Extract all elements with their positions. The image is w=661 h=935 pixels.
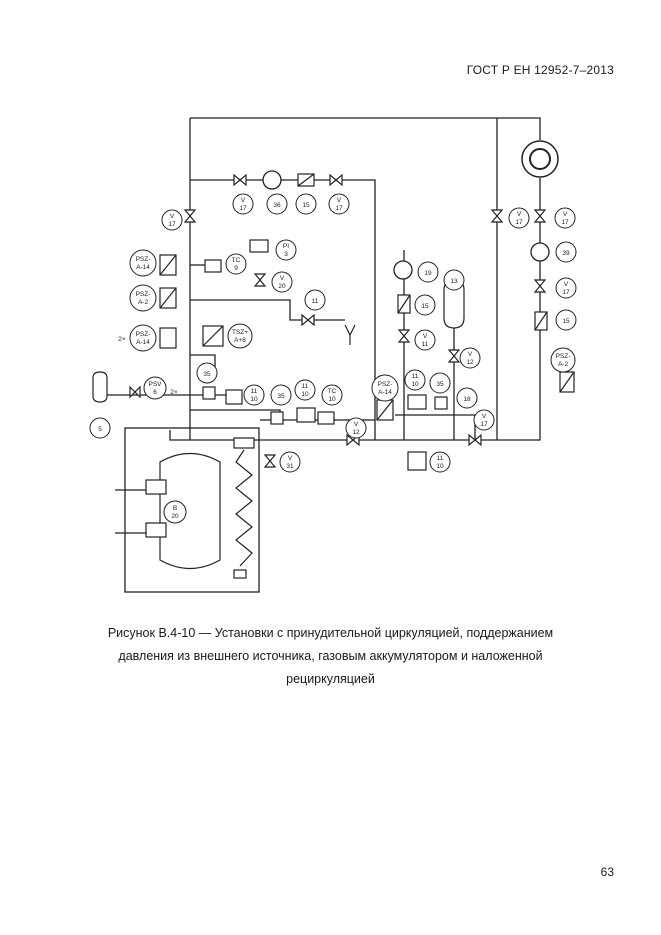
drum-vessel	[159, 453, 221, 569]
svg-text:39: 39	[562, 250, 570, 257]
svg-text:V: V	[482, 413, 487, 420]
svg-text:3: 3	[284, 251, 288, 258]
svg-text:A+8: A+8	[234, 337, 246, 344]
svg-text:35: 35	[203, 371, 211, 378]
svg-text:PSV: PSV	[148, 381, 162, 388]
svg-text:TSZ+: TSZ+	[232, 329, 248, 336]
svg-text:A-14: A-14	[136, 264, 150, 271]
figure-caption: Рисунок В.4-10 — Установки с принудитель…	[60, 622, 601, 691]
svg-text:17: 17	[168, 221, 176, 228]
pump-icon	[262, 170, 282, 190]
svg-text:10: 10	[436, 463, 444, 470]
ring-element	[521, 140, 559, 178]
svg-text:17: 17	[239, 205, 247, 212]
svg-text:6: 6	[153, 389, 157, 396]
svg-text:10: 10	[250, 396, 258, 403]
svg-text:PSZ-: PSZ-	[556, 353, 571, 360]
svg-text:A-14: A-14	[136, 339, 150, 346]
svg-text:10: 10	[411, 381, 419, 388]
svg-text:V: V	[170, 213, 175, 220]
svg-text:17: 17	[515, 219, 523, 226]
svg-text:V: V	[563, 211, 568, 218]
svg-text:17: 17	[562, 289, 570, 296]
svg-text:PI: PI	[283, 243, 289, 250]
svg-text:35: 35	[277, 393, 285, 400]
svg-text:V: V	[517, 211, 522, 218]
svg-text:V: V	[354, 421, 359, 428]
page-number: 63	[600, 865, 614, 879]
svg-text:TC: TC	[232, 257, 241, 264]
schematic-diagram: V 17 36 15 V 17 V 17 V 17 V 17 39 V 17 1…	[89, 117, 577, 593]
svg-text:11: 11	[437, 455, 444, 462]
caption-line-2: давления из внешнего источника, газовым …	[118, 649, 543, 663]
svg-text:V: V	[280, 275, 285, 282]
svg-text:PSZ-: PSZ-	[378, 381, 393, 388]
svg-text:11: 11	[412, 373, 419, 380]
svg-text:V: V	[468, 351, 473, 358]
svg-text:PSZ-: PSZ-	[136, 331, 151, 338]
svg-text:15: 15	[302, 202, 310, 209]
label-v17: V	[241, 197, 246, 204]
svg-text:11: 11	[251, 388, 258, 395]
svg-text:A-14: A-14	[378, 389, 392, 396]
svg-text:5: 5	[98, 426, 102, 433]
svg-text:19: 19	[424, 270, 432, 277]
svg-text:2×: 2×	[118, 336, 126, 343]
svg-text:A-2: A-2	[558, 361, 569, 368]
svg-text:17: 17	[561, 219, 569, 226]
valve-icons	[129, 173, 547, 468]
caption-line-1: Рисунок В.4-10 — Установки с принудитель…	[107, 626, 554, 640]
svg-text:10: 10	[328, 396, 336, 403]
svg-text:20: 20	[278, 283, 286, 290]
svg-text:V: V	[288, 455, 293, 462]
svg-text:V: V	[337, 197, 342, 204]
svg-text:12: 12	[466, 359, 474, 366]
svg-text:TC: TC	[328, 388, 337, 395]
svg-text:B: B	[173, 505, 177, 512]
svg-text:17: 17	[335, 205, 343, 212]
svg-text:18: 18	[463, 396, 471, 403]
svg-text:12: 12	[352, 429, 360, 436]
svg-text:2×: 2×	[170, 389, 178, 396]
svg-text:PSZ-: PSZ-	[136, 291, 151, 298]
svg-text:11: 11	[302, 383, 309, 390]
svg-text:13: 13	[450, 278, 458, 285]
svg-text:10: 10	[301, 391, 309, 398]
svg-text:V: V	[423, 333, 428, 340]
svg-text:36: 36	[273, 202, 281, 209]
svg-text:31: 31	[286, 463, 294, 470]
svg-text:11: 11	[312, 298, 319, 305]
svg-text:20: 20	[171, 513, 179, 520]
caption-line-3: рециркуляцией	[286, 672, 375, 686]
svg-text:PSZ-: PSZ-	[136, 256, 151, 263]
svg-text:15: 15	[421, 303, 429, 310]
pump-icon	[530, 242, 550, 262]
document-header: ГОСТ Р ЕН 12952-7–2013	[466, 63, 614, 77]
svg-text:17: 17	[480, 421, 488, 428]
svg-text:15: 15	[562, 318, 570, 325]
pump-icon	[393, 260, 413, 280]
svg-text:35: 35	[436, 381, 444, 388]
svg-text:A-2: A-2	[138, 299, 149, 306]
svg-text:V: V	[564, 281, 569, 288]
svg-text:11: 11	[422, 341, 429, 348]
svg-text:9: 9	[234, 265, 238, 272]
